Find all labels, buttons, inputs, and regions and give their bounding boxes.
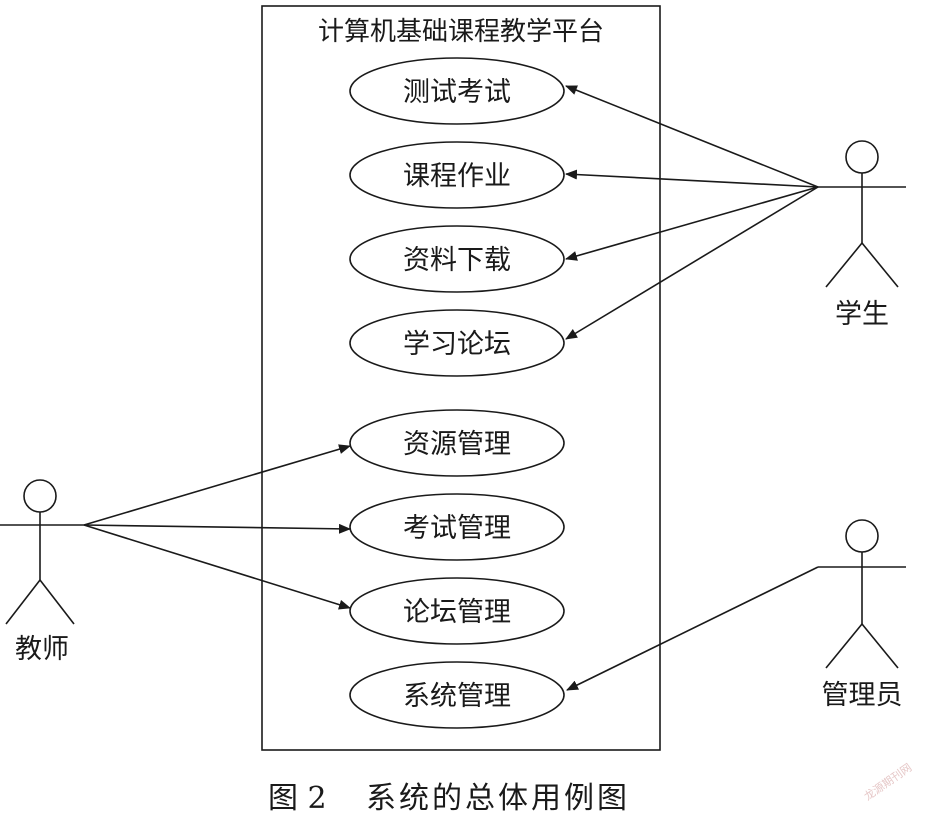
association-student-download bbox=[565, 186, 819, 261]
actor-leg bbox=[825, 623, 863, 669]
association-teacher-exam bbox=[83, 523, 351, 534]
watermark: 龙源期刊网 bbox=[861, 760, 914, 803]
figure-title: 系统的总体用例图 bbox=[366, 781, 630, 816]
actor-leg bbox=[861, 242, 899, 288]
actor-leg bbox=[5, 579, 41, 625]
use-case-course-homework[interactable]: 课程作业 bbox=[349, 141, 565, 209]
use-case-exam-management[interactable]: 考试管理 bbox=[349, 493, 565, 561]
actor-head bbox=[845, 140, 879, 174]
use-case-label: 考试管理 bbox=[403, 513, 511, 544]
use-case-label: 资源管理 bbox=[403, 429, 511, 460]
association-student-forum bbox=[565, 186, 819, 340]
actor-admin-label: 管理员 bbox=[822, 680, 903, 711]
system-boundary: 计算机基础课程教学平台 bbox=[261, 5, 661, 751]
use-case-label: 课程作业 bbox=[403, 161, 511, 192]
figure-caption: 图 2 系统的总体用例图 bbox=[268, 781, 630, 816]
use-case-resource-management[interactable]: 资源管理 bbox=[349, 409, 565, 477]
use-case-learning-forum[interactable]: 学习论坛 bbox=[349, 309, 565, 377]
actor-head bbox=[23, 479, 57, 513]
actor-leg bbox=[39, 579, 75, 625]
actor-teacher-label: 教师 bbox=[15, 634, 69, 665]
actor-leg bbox=[825, 242, 863, 288]
figure-number: 图 2 bbox=[268, 781, 327, 816]
system-title: 计算机基础课程教学平台 bbox=[318, 17, 604, 47]
use-case-label: 测试考试 bbox=[403, 77, 511, 108]
use-case-label: 资料下载 bbox=[403, 245, 511, 276]
use-case-label: 论坛管理 bbox=[403, 597, 511, 628]
association-student-homework bbox=[565, 169, 819, 188]
use-case-system-management[interactable]: 系统管理 bbox=[349, 661, 565, 729]
association-admin-system bbox=[566, 566, 819, 691]
association-teacher-forum bbox=[83, 524, 351, 610]
actor-teacher[interactable] bbox=[0, 479, 84, 625]
association-teacher-resource bbox=[83, 444, 351, 526]
use-case-test-exam[interactable]: 测试考试 bbox=[349, 57, 565, 125]
use-case-label: 系统管理 bbox=[403, 681, 511, 712]
association-student-test bbox=[565, 85, 819, 188]
actor-student[interactable] bbox=[818, 140, 906, 288]
actor-admin[interactable] bbox=[818, 519, 906, 669]
use-case-material-download[interactable]: 资料下载 bbox=[349, 225, 565, 293]
actor-head bbox=[845, 519, 879, 553]
actor-leg bbox=[861, 623, 899, 669]
use-case-label: 学习论坛 bbox=[403, 329, 511, 360]
actor-student-label: 学生 bbox=[835, 299, 889, 330]
use-case-forum-management[interactable]: 论坛管理 bbox=[349, 577, 565, 645]
